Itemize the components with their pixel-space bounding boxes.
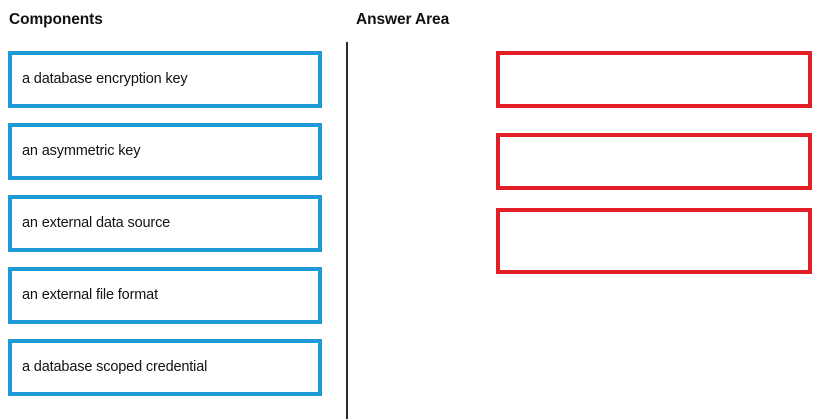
component-item-label: an external data source (22, 214, 171, 231)
answer-drop-slot[interactable] (496, 51, 812, 108)
component-item[interactable]: a database encryption key (8, 51, 322, 108)
component-item[interactable]: an external file format (8, 267, 322, 324)
component-item[interactable]: a database scoped credential (8, 339, 322, 396)
answer-area-heading: Answer Area (356, 11, 450, 28)
components-heading: Components (9, 11, 103, 28)
component-item-label: an asymmetric key (22, 142, 141, 159)
component-item[interactable]: an asymmetric key (8, 123, 322, 180)
answer-drop-slot[interactable] (496, 208, 812, 274)
components-list: a database encryption key an asymmetric … (8, 51, 322, 396)
component-item[interactable]: an external data source (8, 195, 322, 252)
column-divider (346, 42, 348, 419)
component-item-label: a database encryption key (22, 70, 188, 87)
answer-slot-list (496, 51, 812, 274)
component-item-label: an external file format (22, 286, 158, 303)
answer-drop-slot[interactable] (496, 133, 812, 190)
component-item-label: a database scoped credential (22, 358, 208, 375)
